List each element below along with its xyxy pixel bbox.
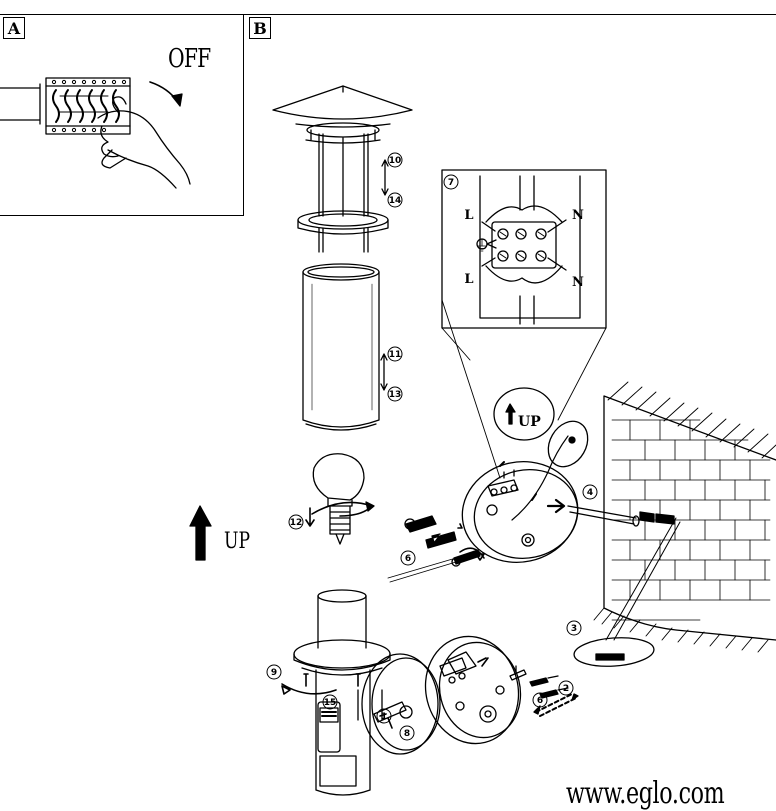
hand-icon: [97, 96, 191, 189]
step-10-label: 10: [389, 156, 402, 166]
terminal-block-inset: [441, 169, 607, 479]
mounting-plate-back-illustration: [361, 653, 441, 755]
glass-diffuser-illustration: [302, 263, 380, 431]
up-label: UP: [224, 529, 251, 554]
panel-a-frame: [0, 14, 244, 216]
terminal-l-top: L: [464, 208, 473, 223]
panel-b-tag: B: [249, 17, 271, 39]
brick-wall-illustration: [593, 381, 776, 653]
off-arrowhead-icon: [171, 93, 183, 107]
up-badge-icon: UP: [493, 387, 555, 441]
breaker-box-illustration: [0, 77, 131, 135]
fixing-screws-icon: [529, 675, 579, 717]
step-11-13-arrow-icon: [380, 353, 388, 391]
svg-text:UP: UP: [518, 414, 541, 430]
step-15-label: 15: [324, 698, 337, 708]
top-rule: [0, 14, 776, 15]
step-9-label: 9: [271, 668, 277, 678]
terminal-n-top: N: [572, 208, 584, 223]
terminal-l-bottom: L: [464, 272, 473, 287]
panel-a-tag: A: [3, 17, 25, 39]
step-13-label: 13: [389, 390, 402, 400]
step-4-label: 4: [587, 488, 593, 498]
step-markers: [266, 152, 598, 741]
step-11-label: 11: [389, 350, 402, 360]
screwdriver-direction-icon: [459, 547, 485, 561]
step-6-label: 6: [405, 554, 411, 564]
screwdriver-icon: [387, 557, 457, 583]
light-bulb-icon: [305, 453, 375, 545]
junction-box-illustration: [424, 635, 527, 745]
step-6b-label: 6: [537, 696, 543, 706]
step-2-label: 2: [563, 684, 569, 694]
step-14-label: 14: [389, 196, 402, 206]
step-10-14-arrow-icon: [381, 159, 389, 196]
drill-template-illustration: [573, 517, 681, 667]
off-label: OFF: [168, 44, 211, 74]
step-1-label: 1: [381, 712, 387, 722]
website-url: www.eglo.com: [566, 776, 725, 811]
up-arrow-icon: [189, 505, 212, 561]
step-12-label: 12: [290, 518, 303, 528]
step-3-label: 3: [571, 624, 577, 634]
wall-anchor-illustration: [546, 498, 675, 527]
screw-icon: [404, 515, 481, 567]
terminal-n-bottom: N: [572, 275, 584, 290]
wall-plate-illustration: [461, 420, 589, 564]
lamp-post-body-illustration: [281, 589, 391, 796]
step-7-label: 7: [448, 178, 454, 188]
step-8-label: 8: [404, 729, 410, 739]
lamp-hood-illustration: [272, 85, 413, 253]
